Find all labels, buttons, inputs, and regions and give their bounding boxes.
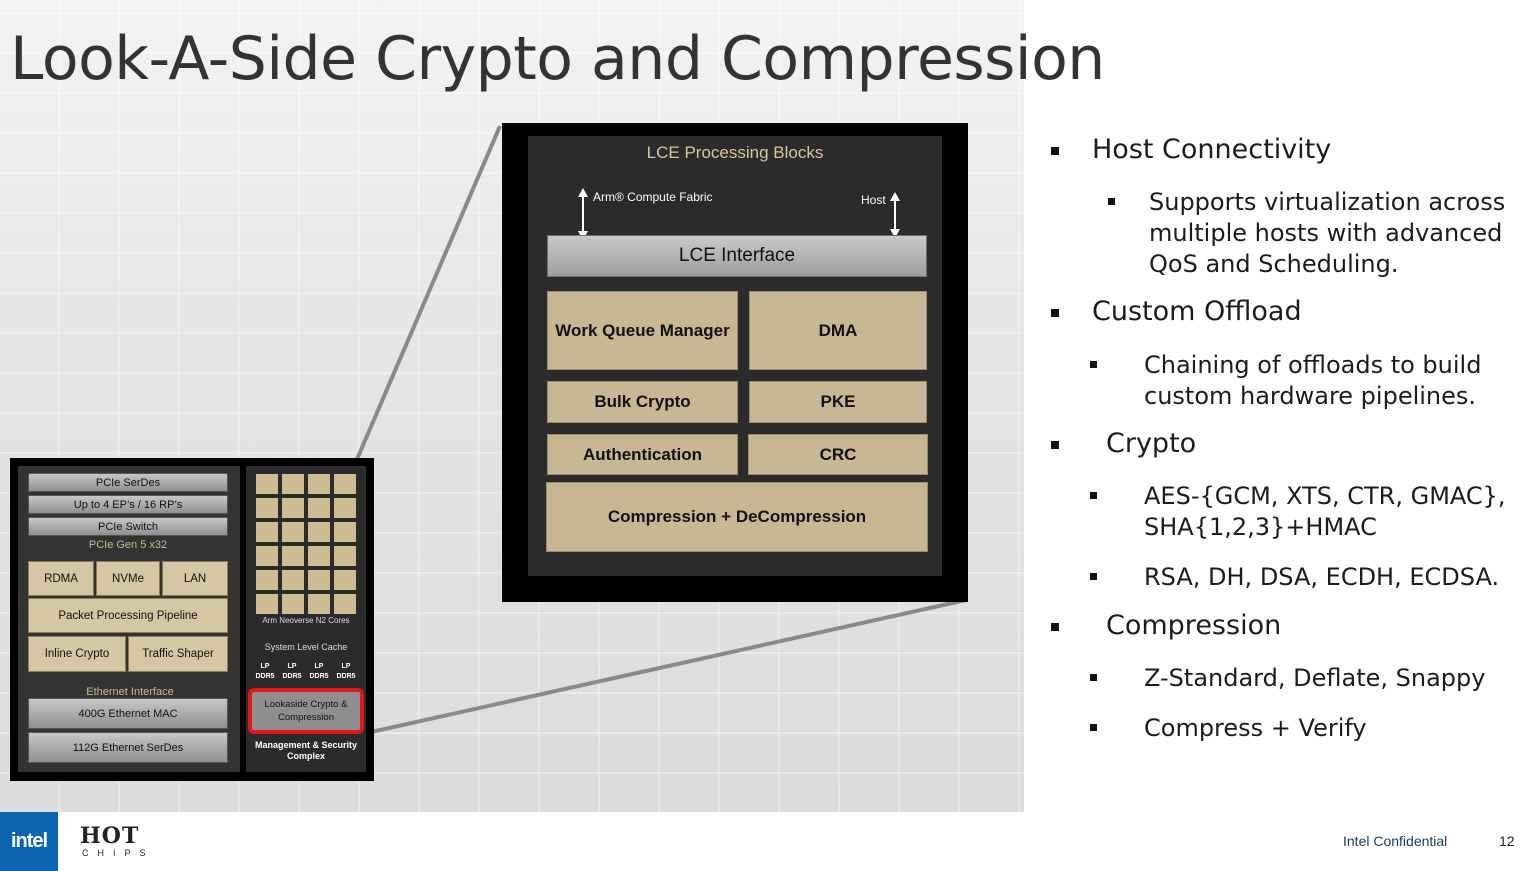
nvme-block: NVMe (96, 561, 160, 596)
bullet-icon (1090, 492, 1097, 499)
host-label: Host (861, 193, 886, 207)
crypto-sub-line-1: AES-{GCM, XTS, CTR, GMAC}, (1144, 482, 1506, 510)
ethernet-interface-label: Ethernet Interface (86, 686, 174, 698)
cpu-core (282, 570, 304, 590)
crypto-sub-2: RSA, DH, DSA, ECDH, ECDSA. (1144, 563, 1500, 591)
slide-title: Look-A-Side Crypto and Compression (10, 24, 1105, 94)
bullet-icon (1090, 573, 1097, 580)
cpu-core (334, 546, 356, 566)
bullet-icon (1090, 361, 1097, 368)
fabric-label: Arm® Compute Fabric (593, 190, 713, 204)
cpu-core (334, 498, 356, 518)
cpu-core (308, 570, 330, 590)
bullet-custom-offload: Custom Offload (1092, 296, 1302, 327)
lce-title: LCE Processing Blocks (646, 143, 824, 162)
bullet-host-connectivity: Host Connectivity (1092, 134, 1332, 165)
lookaside-crypto-block: Lookaside Crypto & Compression (248, 688, 364, 734)
cpu-core (256, 594, 278, 614)
cpu-core (282, 546, 304, 566)
packet-pipeline-block: Packet Processing Pipeline (28, 598, 228, 633)
compression-sub-1: Z-Standard, Deflate, Snappy (1144, 664, 1486, 692)
cpu-core (256, 546, 278, 566)
cpu-core (308, 594, 330, 614)
rdma-block: RDMA (28, 561, 94, 596)
host-sub-line-1: Supports virtualization across (1149, 188, 1506, 216)
bullet-crypto: Crypto (1106, 428, 1197, 459)
bulk-crypto-block: Bulk Crypto (547, 381, 738, 423)
cpu-core (256, 498, 278, 518)
lpddr-block: LP DDR5 (282, 663, 302, 680)
slc-label: System Level Cache (264, 642, 348, 652)
authentication-block: Authentication (547, 434, 738, 475)
cpu-core (334, 474, 356, 494)
bullet-icon (1090, 674, 1097, 681)
cpu-core (282, 594, 304, 614)
dma-block: DMA (749, 291, 927, 370)
bullet-icon (1051, 623, 1059, 631)
page-number: 12 (1499, 833, 1515, 849)
cpu-core (256, 570, 278, 590)
pcie-serdes-block: PCIe SerDes (28, 473, 228, 492)
bullet-icon (1051, 441, 1059, 449)
pke-block: PKE (749, 381, 927, 423)
lce-interface-block: LCE Interface (547, 235, 927, 277)
bullet-icon (1108, 198, 1115, 205)
cpu-core (256, 474, 278, 494)
compression-sub-2: Compress + Verify (1144, 714, 1367, 742)
work-queue-manager-block: Work Queue Manager (547, 291, 738, 370)
pcie-switch-block: PCIe Switch (28, 517, 228, 536)
management-security-block: Management & Security Complex (254, 740, 358, 761)
bullet-icon (1090, 724, 1097, 731)
bullet-icon (1051, 309, 1059, 317)
offload-sub-line-2: custom hardware pipelines. (1144, 382, 1477, 410)
cpu-core (282, 498, 304, 518)
neoverse-label: Arm Neoverse N2 Cores (262, 616, 350, 625)
cpu-core (334, 594, 356, 614)
lpddr-block: LP DDR5 (255, 663, 275, 680)
traffic-shaper-block: Traffic Shaper (128, 636, 228, 672)
offload-sub-line-1: Chaining of offloads to build (1144, 351, 1482, 379)
cpu-core (308, 546, 330, 566)
footer (0, 812, 1536, 871)
crc-block: CRC (748, 434, 928, 475)
crypto-sub-line-2: SHA{1,2,3}+HMAC (1144, 513, 1377, 541)
lpddr-block: LP DDR5 (309, 663, 329, 680)
cpu-core (282, 474, 304, 494)
cpu-core (334, 570, 356, 590)
hotchips-logo-subtext: CHIPS (82, 848, 155, 858)
hotchips-logo: HOT (80, 823, 140, 849)
ethernet-mac-block: 400G Ethernet MAC (28, 698, 228, 729)
ethernet-serdes-block: 112G Ethernet SerDes (28, 732, 228, 763)
pcie-gen-label: PCIe Gen 5 x32 (88, 539, 168, 551)
ep-rp-block: Up to 4 EP’s / 16 RP’s (28, 495, 228, 514)
core-grid (256, 474, 356, 614)
compression-block: Compression + DeCompression (546, 482, 928, 552)
lpddr-block: LP DDR5 (336, 663, 356, 680)
bullet-icon (1051, 147, 1059, 155)
cpu-core (308, 498, 330, 518)
bullet-compression: Compression (1106, 610, 1282, 641)
confidential-label: Intel Confidential (1343, 833, 1448, 849)
zoom-line-lower (361, 598, 967, 736)
cpu-core (308, 522, 330, 542)
host-sub-line-2: multiple hosts with advanced (1149, 219, 1503, 247)
host-arrow-icon (890, 192, 900, 238)
cpu-core (282, 522, 304, 542)
host-sub-line-3: QoS and Scheduling. (1149, 250, 1399, 278)
cpu-core (334, 522, 356, 542)
cpu-core (256, 522, 278, 542)
inline-crypto-block: Inline Crypto (28, 636, 126, 672)
intel-logo: intel (0, 812, 58, 871)
cpu-core (308, 474, 330, 494)
lan-block: LAN (162, 561, 228, 596)
fabric-arrow-icon (578, 188, 588, 240)
